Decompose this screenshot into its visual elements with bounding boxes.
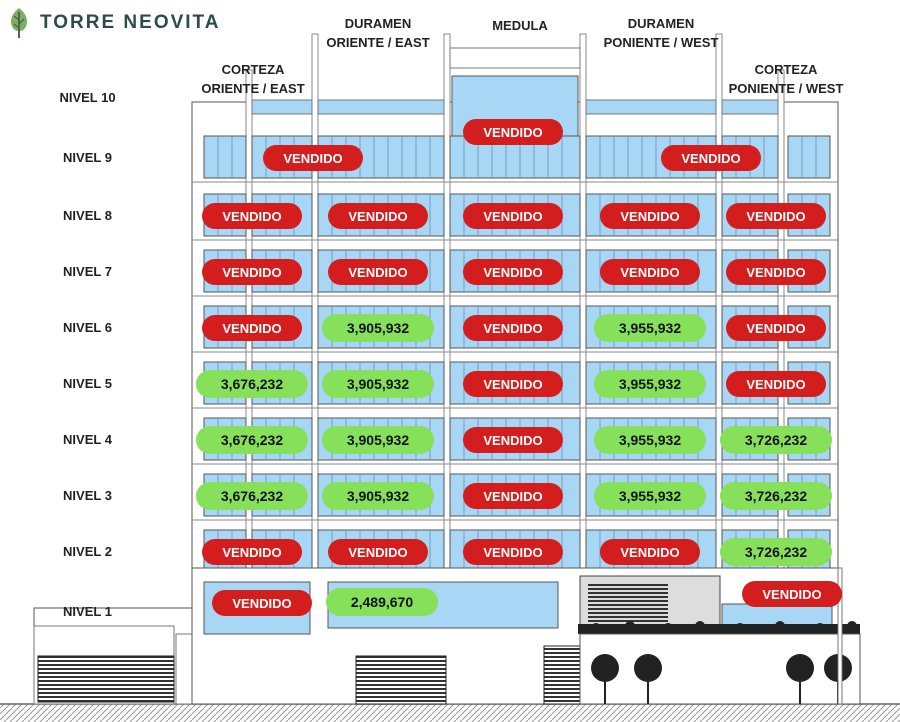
- ground-hatch: [0, 704, 900, 722]
- unit-price-button-nivel-3-corteza-east[interactable]: 3,676,232: [196, 482, 308, 510]
- unit-sold-badge-nivel-7-duramen-west[interactable]: VENDIDO: [600, 259, 700, 285]
- level-label: NIVEL 6: [63, 320, 112, 335]
- column-header-line1: CORTEZA: [754, 62, 818, 77]
- unit-price-button-nivel-3-duramen-east[interactable]: 3,905,932: [322, 482, 434, 510]
- unit-sold-badge-nivel-8-duramen-east[interactable]: VENDIDO: [328, 203, 428, 229]
- level-label: NIVEL 10: [59, 90, 116, 105]
- unit-price-button-nivel-3-corteza-west[interactable]: 3,726,232: [720, 482, 832, 510]
- column-header-corteza-east: CORTEZA ORIENTE / EAST: [173, 60, 333, 98]
- level-label: NIVEL 3: [63, 488, 112, 503]
- column-header-duramen-west: DURAMEN PONIENTE / WEST: [581, 14, 741, 52]
- unit-sold-badge-nivel-8-duramen-west[interactable]: VENDIDO: [600, 203, 700, 229]
- level-label: NIVEL 2: [63, 544, 112, 559]
- unit-sold-badge-nivel-7-duramen-east[interactable]: VENDIDO: [328, 259, 428, 285]
- unit-sold-badge-nivel-5-medula[interactable]: VENDIDO: [463, 371, 563, 397]
- unit-sold-badge-nivel-7-corteza-west[interactable]: VENDIDO: [726, 259, 826, 285]
- unit-sold-badge-nivel-6-corteza-west[interactable]: VENDIDO: [726, 315, 826, 341]
- unit-sold-badge-nivel-8-medula[interactable]: VENDIDO: [463, 203, 563, 229]
- level-label: NIVEL 4: [63, 432, 112, 447]
- unit-sold-badge-nivel-2-duramen-west[interactable]: VENDIDO: [600, 539, 700, 565]
- unit-sold-badge-nivel-2-duramen-east[interactable]: VENDIDO: [328, 539, 428, 565]
- column-header-line2: ORIENTE / EAST: [201, 81, 305, 96]
- column-header-line2: PONIENTE / WEST: [603, 35, 719, 50]
- unit-price-button-nivel-5-corteza-east[interactable]: 3,676,232: [196, 370, 308, 398]
- unit-price-button-nivel-5-duramen-east[interactable]: 3,905,932: [322, 370, 434, 398]
- column-header-line1: DURAMEN: [627, 16, 695, 31]
- level-label: NIVEL 5: [63, 376, 112, 391]
- column-header-line1: CORTEZA: [221, 62, 285, 77]
- unit-sold-badge-nivel-7-corteza-east[interactable]: VENDIDO: [202, 259, 302, 285]
- column-header-duramen-east: DURAMEN ORIENTE / EAST: [298, 14, 458, 52]
- tree-icon: [11, 8, 27, 38]
- unit-sold-badge-nivel-9-duramen-west[interactable]: VENDIDO: [661, 145, 761, 171]
- level-label: NIVEL 7: [63, 264, 112, 279]
- unit-sold-badge-nivel-4-medula[interactable]: VENDIDO: [463, 427, 563, 453]
- unit-price-button-nivel-3-duramen-west[interactable]: 3,955,932: [594, 482, 706, 510]
- unit-sold-badge-nivel-6-medula[interactable]: VENDIDO: [463, 315, 563, 341]
- unit-sold-badge-nivel-8-corteza-west[interactable]: VENDIDO: [726, 203, 826, 229]
- unit-price-button-nivel-4-corteza-west[interactable]: 3,726,232: [720, 426, 832, 454]
- level-label: NIVEL 1: [63, 604, 112, 619]
- unit-sold-badge-nivel-3-medula[interactable]: VENDIDO: [463, 483, 563, 509]
- unit-sold-badge-nivel-9-duramen-east[interactable]: VENDIDO: [263, 145, 363, 171]
- unit-sold-badge-nivel-1-corteza-east[interactable]: VENDIDO: [212, 590, 312, 616]
- unit-price-button-nivel-6-duramen-east[interactable]: 3,905,932: [322, 314, 434, 342]
- column-header-line2: PONIENTE / WEST: [728, 81, 844, 96]
- column-header-line1: MEDULA: [492, 18, 548, 33]
- unit-sold-badge-nivel-6-corteza-east[interactable]: VENDIDO: [202, 315, 302, 341]
- unit-price-button-nivel-4-corteza-east[interactable]: 3,676,232: [196, 426, 308, 454]
- unit-price-button-nivel-2-corteza-west[interactable]: 3,726,232: [720, 538, 832, 566]
- unit-sold-badge-nivel-2-corteza-east[interactable]: VENDIDO: [202, 539, 302, 565]
- level-label: NIVEL 8: [63, 208, 112, 223]
- level-label: NIVEL 9: [63, 150, 112, 165]
- unit-price-button-nivel-4-duramen-east[interactable]: 3,905,932: [322, 426, 434, 454]
- column-header-corteza-west: CORTEZA PONIENTE / WEST: [706, 60, 866, 98]
- unit-sold-badge-nivel-10-medula[interactable]: VENDIDO: [463, 119, 563, 145]
- column-header-line2: ORIENTE / EAST: [326, 35, 430, 50]
- column-header-medula: MEDULA: [440, 16, 600, 35]
- window-band: [203, 135, 247, 179]
- unit-price-button-nivel-4-duramen-west[interactable]: 3,955,932: [594, 426, 706, 454]
- unit-sold-badge-nivel-5-corteza-west[interactable]: VENDIDO: [726, 371, 826, 397]
- unit-sold-badge-nivel-2-medula[interactable]: VENDIDO: [463, 539, 563, 565]
- brand-name: TORRE NEOVITA: [40, 12, 221, 33]
- window-band: [787, 135, 831, 179]
- unit-price-button-nivel-1-duramen-east[interactable]: 2,489,670: [326, 588, 438, 616]
- unit-sold-badge-nivel-1-corteza-west[interactable]: VENDIDO: [742, 581, 842, 607]
- column-header-line1: DURAMEN: [344, 16, 412, 31]
- unit-price-button-nivel-6-duramen-west[interactable]: 3,955,932: [594, 314, 706, 342]
- unit-price-button-nivel-5-duramen-west[interactable]: 3,955,932: [594, 370, 706, 398]
- unit-sold-badge-nivel-8-corteza-east[interactable]: VENDIDO: [202, 203, 302, 229]
- brand-logo: TORRE NEOVITA: [6, 6, 220, 40]
- unit-sold-badge-nivel-7-medula[interactable]: VENDIDO: [463, 259, 563, 285]
